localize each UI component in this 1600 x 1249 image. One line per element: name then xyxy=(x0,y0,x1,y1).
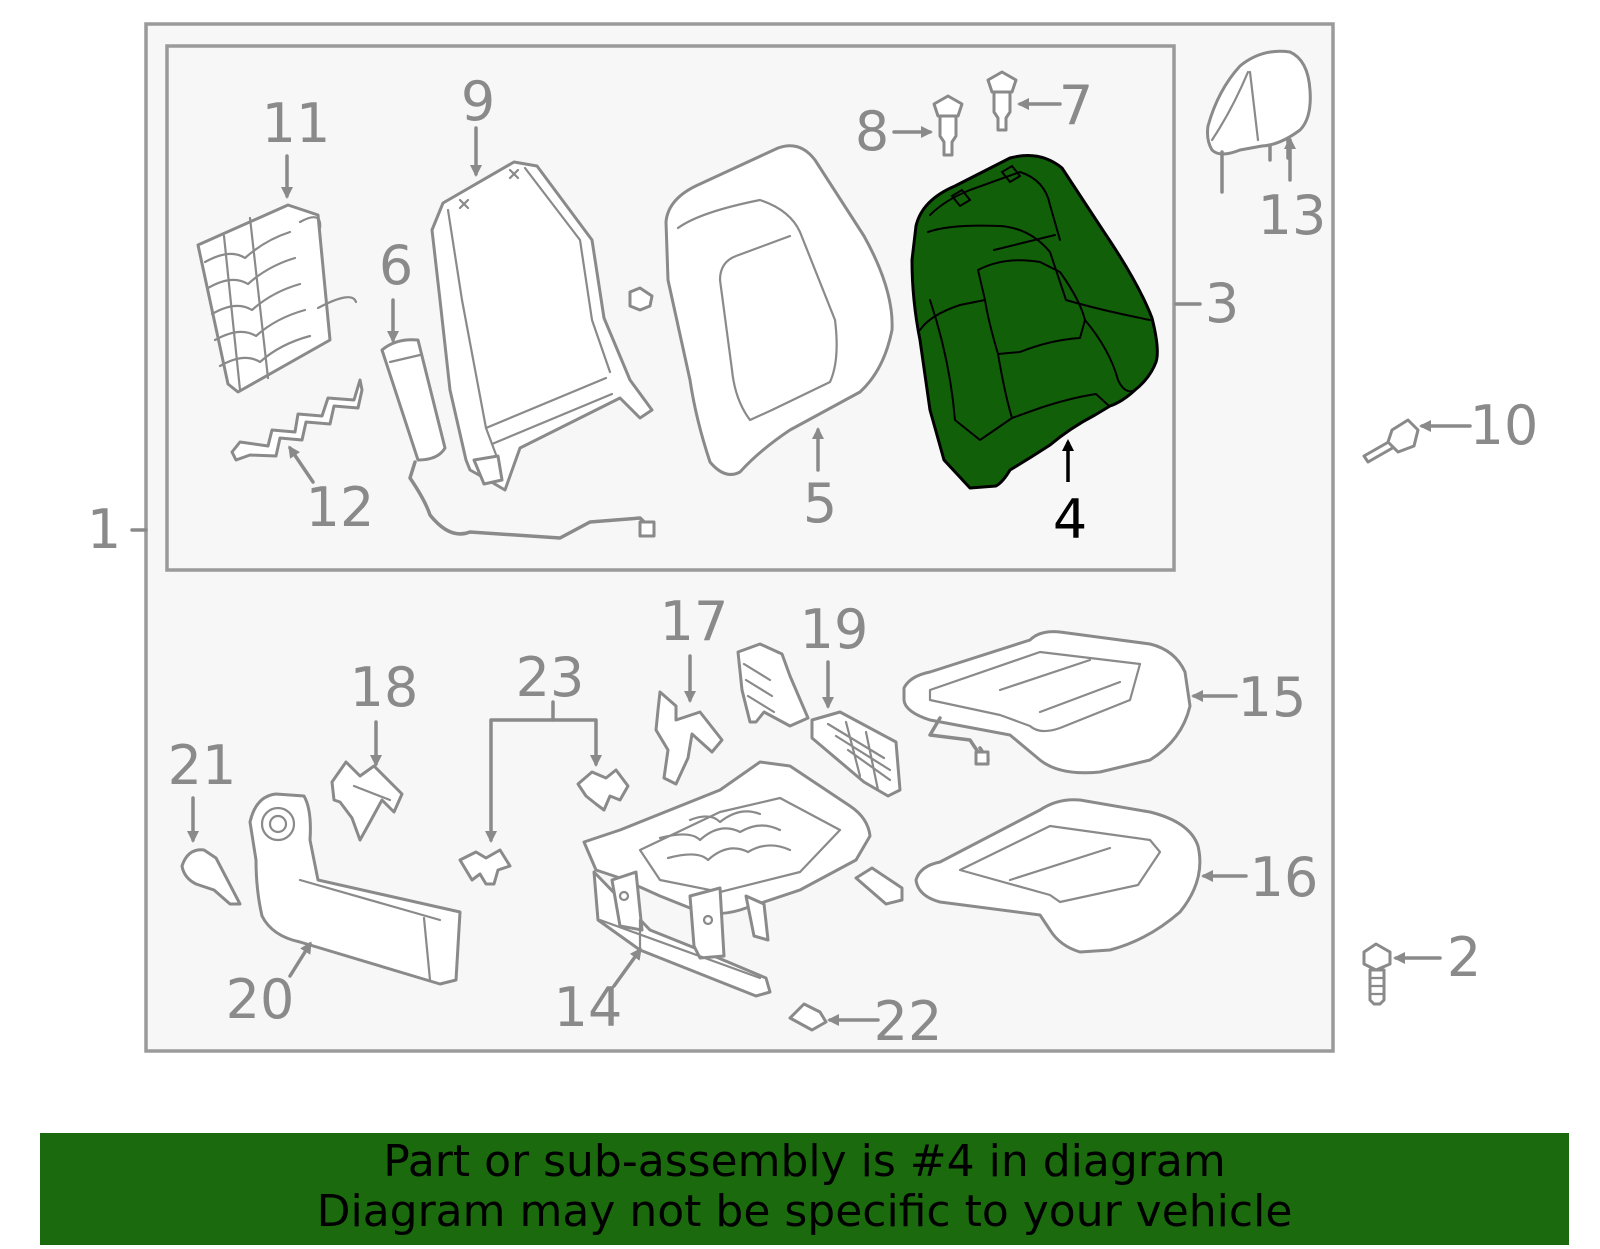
part-13-headrest xyxy=(1206,49,1312,194)
callout-labels: 1 2 3 4 5 6 7 8 9 10 11 12 13 14 15 16 1… xyxy=(87,70,1539,1053)
part-6-module xyxy=(380,338,656,540)
part-16-cushion-pad xyxy=(914,798,1202,954)
part-5-clip xyxy=(628,286,654,312)
part-7-headrest-guide xyxy=(986,70,1018,132)
part-23-clips xyxy=(458,768,630,886)
part-15-cushion-cover xyxy=(902,630,1192,775)
part-4-seatback-cover xyxy=(910,154,1159,490)
callout-8: 8 xyxy=(855,100,889,163)
part-12-wire xyxy=(230,378,364,462)
callout-10: 10 xyxy=(1470,394,1539,457)
part-9-seatback-frame xyxy=(430,160,654,492)
callout-19: 19 xyxy=(800,598,869,661)
callout-5: 5 xyxy=(803,472,837,535)
seat-parts-diagram: 1 2 3 4 5 6 7 8 9 10 11 12 13 14 15 16 1… xyxy=(87,22,1539,1053)
callout-14: 14 xyxy=(554,976,623,1039)
callout-9: 9 xyxy=(461,70,495,133)
callout-21: 21 xyxy=(168,734,237,797)
callout-22: 22 xyxy=(874,990,943,1053)
part-11-lumbar-grid xyxy=(196,203,358,394)
part-21-cap xyxy=(180,848,242,906)
banner-line-disclaimer: Diagram may not be specific to your vehi… xyxy=(316,1186,1293,1237)
part-2-bolt xyxy=(1362,942,1392,1006)
callout-15: 15 xyxy=(1238,666,1307,729)
part-18-bracket xyxy=(330,760,404,842)
part-info-banner: Part or sub-assembly is #4 in diagram Di… xyxy=(40,1133,1569,1245)
leader-lines xyxy=(130,98,1472,1026)
part-14-seat-track-frame xyxy=(582,760,904,998)
callout-23: 23 xyxy=(516,646,585,709)
part-22-clip xyxy=(788,1002,828,1032)
callout-1: 1 xyxy=(87,498,121,561)
callout-3: 3 xyxy=(1205,272,1239,335)
callout-6: 6 xyxy=(379,234,413,297)
part-20-side-shield xyxy=(248,792,462,986)
callout-11: 11 xyxy=(262,92,331,155)
callout-4: 4 xyxy=(1053,488,1087,551)
banner-line-part: Part or sub-assembly is #4 in diagram xyxy=(383,1136,1226,1187)
callout-12: 12 xyxy=(306,476,375,539)
callout-13: 13 xyxy=(1258,184,1327,247)
part-8-headrest-guide xyxy=(932,94,964,157)
callout-7: 7 xyxy=(1059,74,1093,137)
part-17-bracket xyxy=(654,690,724,786)
part-19-trim xyxy=(736,642,902,798)
callout-2: 2 xyxy=(1447,926,1481,989)
callout-17: 17 xyxy=(660,590,729,653)
callout-16: 16 xyxy=(1250,846,1319,909)
callout-18: 18 xyxy=(350,656,419,719)
part-5-seatback-pad xyxy=(664,144,894,476)
callout-20: 20 xyxy=(226,968,295,1031)
part-10-bolt xyxy=(1362,418,1420,464)
